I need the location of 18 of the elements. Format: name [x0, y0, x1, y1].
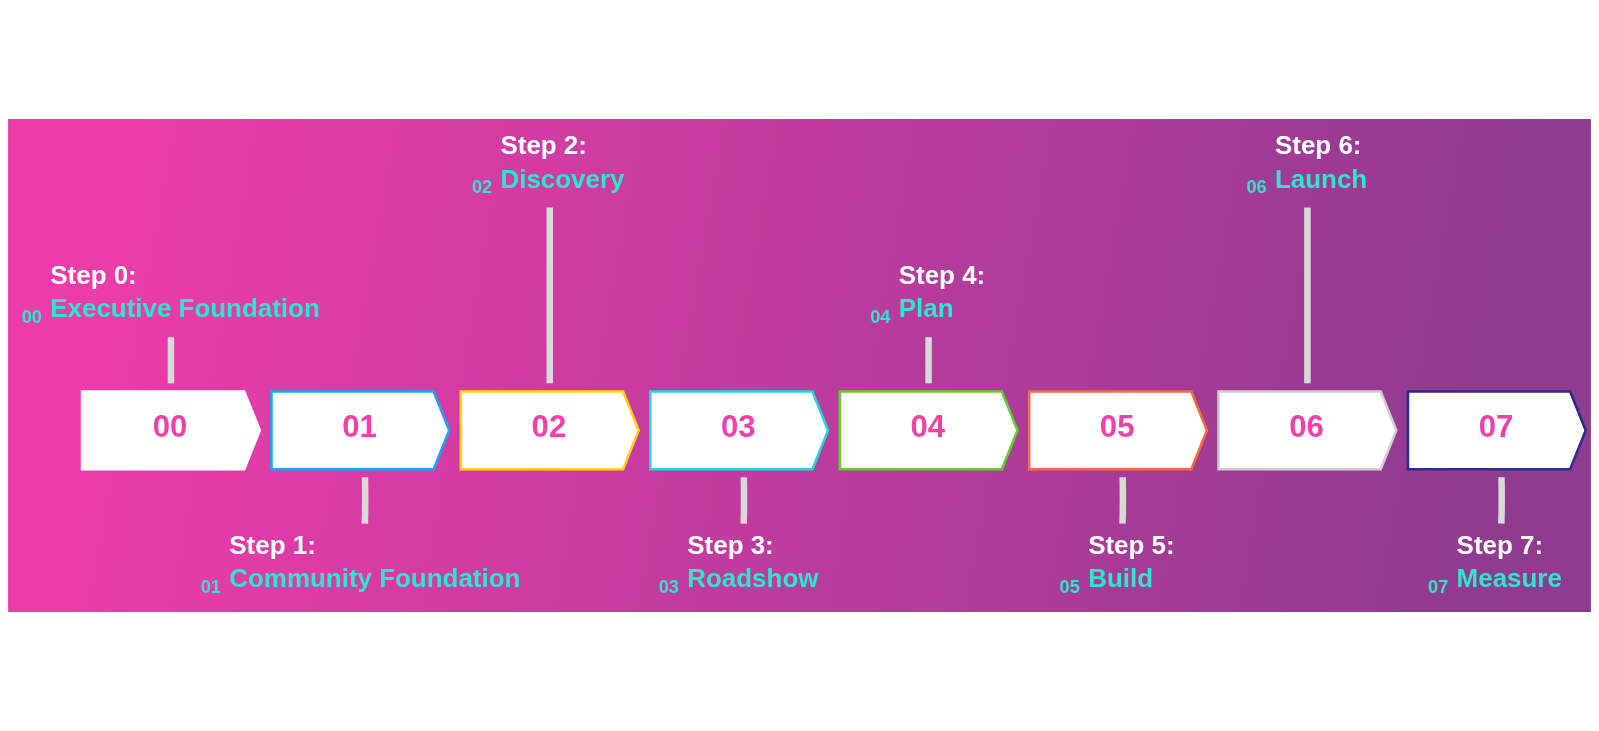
node-label: 05: [1059, 576, 1080, 597]
connector: [546, 207, 553, 384]
node-text: Step 5: Build: [1088, 530, 1175, 593]
node-text: Step 6: Launch: [1274, 131, 1368, 193]
node-label: 03: [658, 576, 679, 597]
node-text: Step 1: Community Foundation: [229, 530, 521, 593]
node-label: 00: [21, 306, 42, 327]
node-label: 04: [870, 306, 891, 327]
node-label: 02: [471, 177, 493, 198]
node-text: Step 0: Executive Foundation: [50, 260, 320, 323]
node-label: 07: [1428, 576, 1449, 597]
node-text: Step 2: Discovery: [500, 131, 625, 193]
node-text: Step 4: Plan: [898, 260, 986, 323]
node-label: 06: [1246, 177, 1267, 198]
node-text: Step 3: Roadshow: [687, 530, 819, 593]
node-label: 01: [200, 576, 221, 597]
node-text: Step 7: Measure: [1456, 530, 1562, 593]
connector: [1304, 207, 1311, 384]
